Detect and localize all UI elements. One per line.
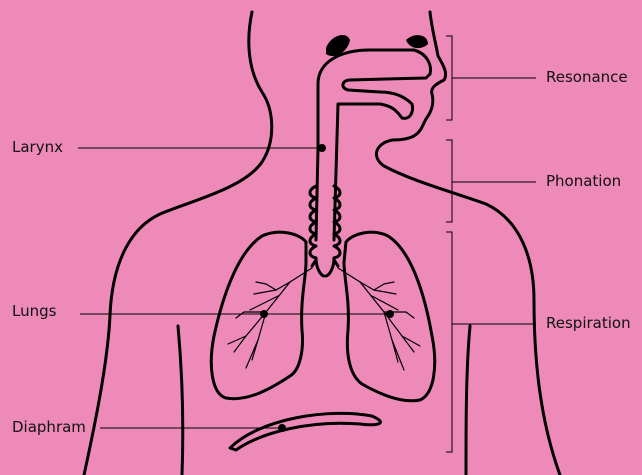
label-larynx: Larynx — [12, 138, 63, 156]
label-phonation: Phonation — [546, 172, 621, 190]
body-outline — [84, 12, 560, 475]
lung-left-dot — [260, 310, 268, 318]
diaphragm-shape — [230, 413, 380, 450]
lungs — [211, 232, 434, 401]
label-diaphragm: Diaphram — [12, 418, 86, 436]
label-lungs: Lungs — [12, 302, 56, 320]
lung-right-dot — [386, 310, 394, 318]
label-respiration: Respiration — [546, 314, 631, 332]
larynx-dot — [318, 144, 326, 152]
sinus-right — [406, 35, 428, 48]
diaphragm-dot — [278, 424, 286, 432]
label-resonance: Resonance — [546, 68, 628, 86]
